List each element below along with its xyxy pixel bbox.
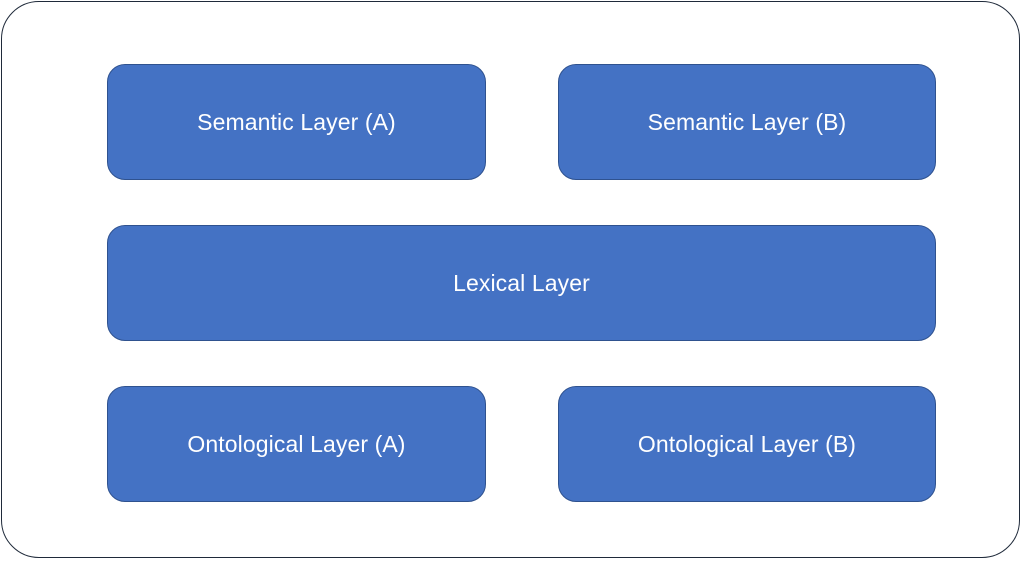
ontological-layer-a-label: Ontological Layer (A) <box>187 430 406 457</box>
semantic-layer-a-box: Semantic Layer (A) <box>107 64 486 180</box>
ontological-layer-b-box: Ontological Layer (B) <box>558 386 936 502</box>
ontological-layer-a-box: Ontological Layer (A) <box>107 386 486 502</box>
semantic-layer-b-label: Semantic Layer (B) <box>647 108 847 135</box>
ontological-layer-b-label: Ontological Layer (B) <box>637 430 857 457</box>
semantic-layer-a-label: Semantic Layer (A) <box>197 108 396 135</box>
lexical-layer-label: Lexical Layer <box>453 269 590 296</box>
lexical-layer-box: Lexical Layer <box>107 225 936 341</box>
semantic-layer-b-box: Semantic Layer (B) <box>558 64 936 180</box>
